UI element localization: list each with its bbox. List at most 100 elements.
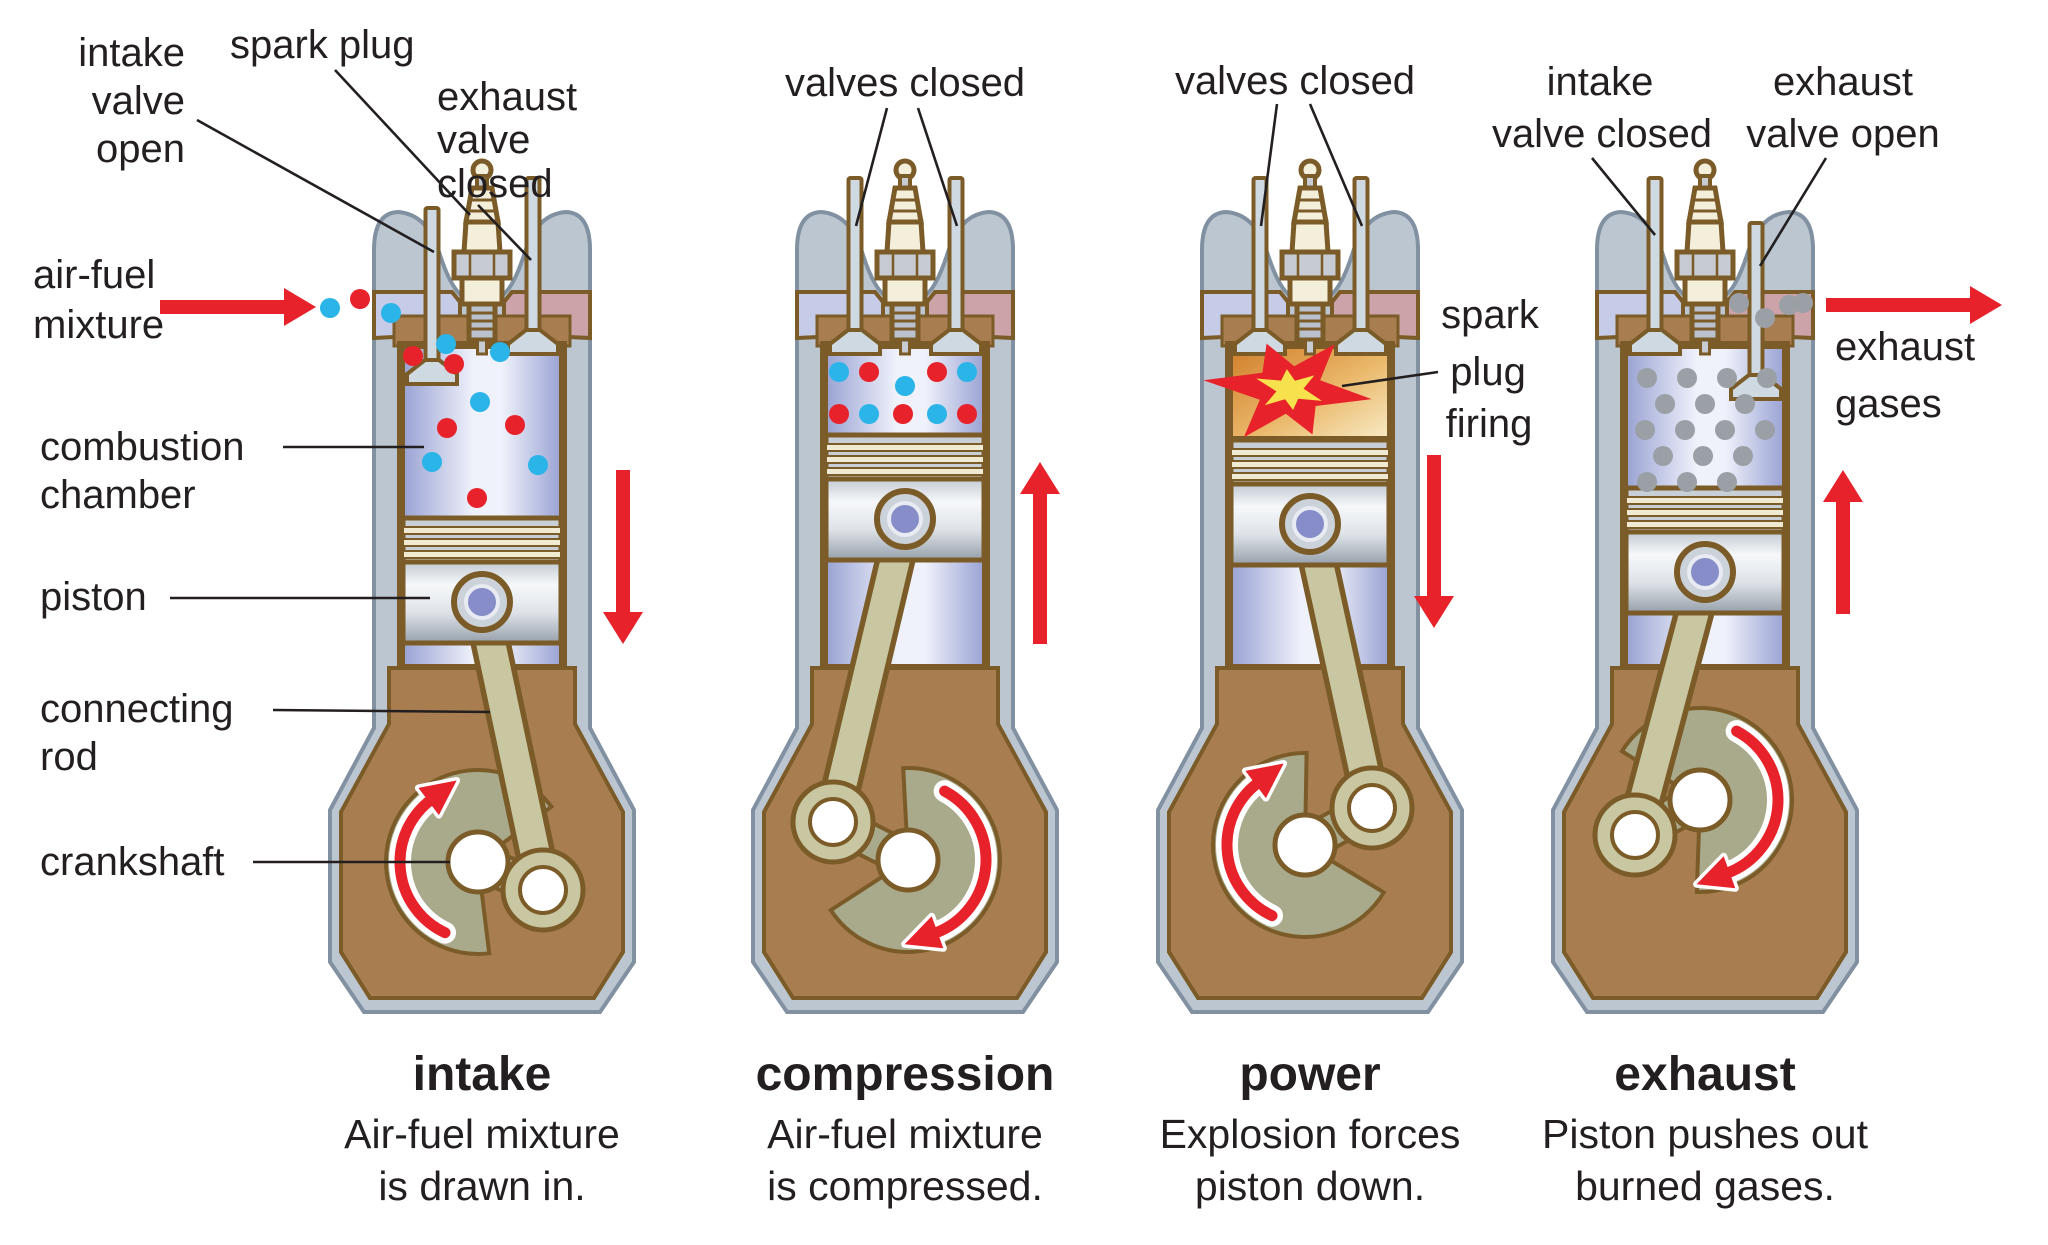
crank-pin xyxy=(518,865,568,915)
stroke-caption-line: burned gases. xyxy=(1575,1163,1835,1209)
mixture-dot xyxy=(381,303,401,323)
exhaust-gas-dot xyxy=(1695,394,1715,414)
part-label: connecting xyxy=(40,687,233,731)
part-label: spark plug xyxy=(230,23,415,67)
piston xyxy=(823,432,987,563)
connecting-rod xyxy=(818,504,920,837)
leader-line xyxy=(1259,103,1279,227)
part-label: mixture xyxy=(33,303,164,347)
connecting-rod xyxy=(1620,557,1720,850)
part-label: valve xyxy=(92,79,185,123)
exhaust-gas-dot xyxy=(1735,394,1755,414)
crankshaft-journal xyxy=(1272,812,1338,878)
part-label: valve open xyxy=(1746,112,1939,156)
curved-rotation-arrow-icon xyxy=(1693,720,1789,892)
exhaust-gas-dot xyxy=(1717,368,1737,388)
part-label: exhaust xyxy=(437,75,577,119)
part-label: firing xyxy=(1446,402,1533,446)
exhaust-gas-dot xyxy=(1677,472,1697,492)
mixture-dot xyxy=(927,362,947,382)
leader-line xyxy=(272,708,491,714)
mixture-dot xyxy=(403,346,423,366)
mixture-dot xyxy=(350,289,370,309)
exhaust-gas-dot xyxy=(1653,446,1673,466)
leader-line xyxy=(1590,157,1657,236)
stroke-title-compression: compression xyxy=(756,1048,1055,1101)
engine-exhaust xyxy=(1551,158,2002,1014)
piston xyxy=(1623,485,1787,616)
curved-rotation-arrow-icon xyxy=(389,776,461,944)
mixture-dot xyxy=(829,362,849,382)
spark-plug-icon xyxy=(451,158,513,356)
exhaust-gas-dot xyxy=(1715,420,1735,440)
exhaust-gas-dot xyxy=(1757,368,1777,388)
engine-power xyxy=(1156,158,1464,1014)
mixture-dot xyxy=(957,404,977,424)
exhaust-gas-dot xyxy=(1677,368,1697,388)
curved-rotation-arrow-icon xyxy=(901,780,997,952)
stroke-caption-line: is drawn in. xyxy=(378,1163,585,1209)
crank-pin xyxy=(1347,783,1397,833)
part-label: intake xyxy=(1547,60,1654,104)
mixture-dot xyxy=(528,455,548,475)
exhaust-gas-dot xyxy=(1755,308,1775,328)
part-label: chamber xyxy=(40,473,196,517)
exhaust-gas-dot xyxy=(1635,420,1655,440)
stroke-caption-line: Air-fuel mixture xyxy=(767,1111,1043,1157)
exhaust-gas-dot xyxy=(1755,420,1775,440)
curved-rotation-arrow-icon xyxy=(1216,759,1288,927)
mixture-dot xyxy=(859,404,879,424)
stroke-title-intake: intake xyxy=(413,1048,552,1101)
leader-line xyxy=(1308,103,1364,227)
stroke-caption-line: Air-fuel mixture xyxy=(344,1111,620,1157)
engine-compression xyxy=(751,158,1060,1014)
engine-intake xyxy=(160,158,643,1014)
crankshaft-journal xyxy=(445,829,511,895)
mixture-dot xyxy=(895,376,915,396)
mixture-dot xyxy=(505,415,525,435)
part-label: valve closed xyxy=(1492,112,1712,156)
mixture-dot xyxy=(893,404,913,424)
part-label: spark xyxy=(1441,293,1540,337)
spark-plug-icon xyxy=(1279,158,1341,356)
leader-line xyxy=(916,107,959,227)
part-label: exhaust xyxy=(1835,325,1975,369)
stroke-caption-line: is compressed. xyxy=(767,1163,1043,1209)
mixture-dot xyxy=(470,392,490,412)
mixture-dot xyxy=(927,404,947,424)
mixture-dot xyxy=(490,342,510,362)
part-label: valves closed xyxy=(785,61,1025,105)
leader-line xyxy=(334,69,471,216)
mixture-dot xyxy=(437,418,457,438)
crankshaft-journal xyxy=(875,827,941,893)
exhaust-gas-dot xyxy=(1733,446,1753,466)
stroke-caption-line: Piston pushes out xyxy=(1542,1111,1869,1157)
exhaust-gas-dot xyxy=(1729,293,1749,313)
part-label: air-fuel xyxy=(33,253,155,297)
piston-motion-arrow-icon xyxy=(1414,455,1454,628)
mixture-dot xyxy=(436,334,456,354)
piston-motion-arrow-icon xyxy=(1823,470,1863,614)
leader-line xyxy=(854,107,889,227)
part-label: rod xyxy=(40,735,98,779)
exhaust-gas-dot xyxy=(1675,420,1695,440)
part-label: intake xyxy=(78,31,185,75)
mixture-dot xyxy=(957,362,977,382)
crank-pin xyxy=(808,797,858,847)
part-label: piston xyxy=(40,575,147,619)
part-label: exhaust xyxy=(1773,60,1913,104)
mixture-dot xyxy=(444,354,464,374)
leader-line xyxy=(1758,157,1828,267)
intake-valve xyxy=(405,206,459,386)
leader-line xyxy=(477,204,532,261)
part-label: crankshaft xyxy=(40,840,225,884)
intake-valve xyxy=(1628,176,1682,356)
piston-motion-arrow-icon xyxy=(603,470,643,644)
stroke-title-power: power xyxy=(1239,1048,1380,1101)
leader-line xyxy=(196,118,435,254)
spark-plug-icon xyxy=(874,158,936,356)
piston-motion-arrow-icon xyxy=(1020,462,1060,644)
exhaust-gas-dot xyxy=(1637,472,1657,492)
piston xyxy=(400,515,564,646)
mixture-dot xyxy=(422,452,442,472)
